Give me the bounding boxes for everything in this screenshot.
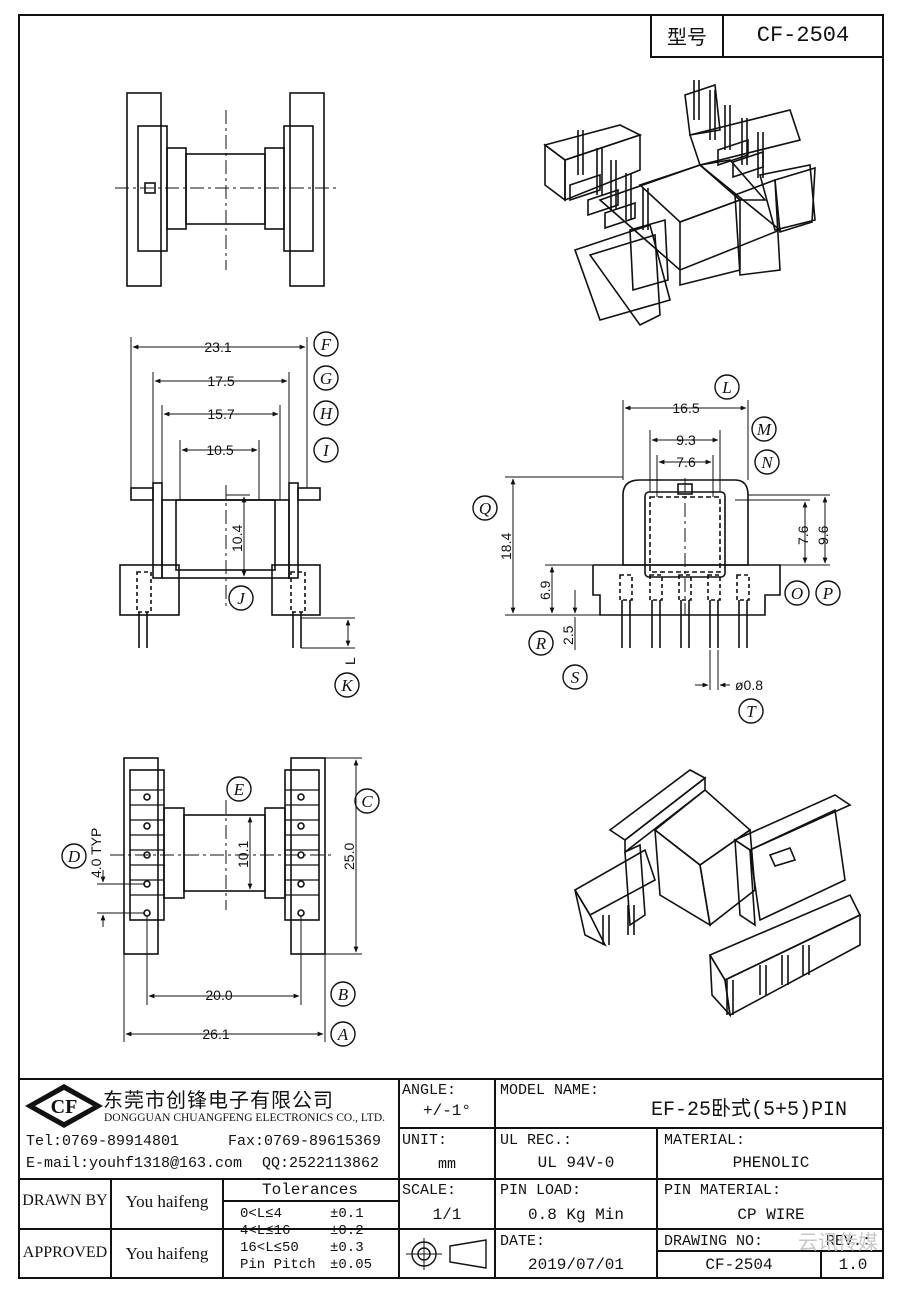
- dim-F: 23.1: [204, 339, 231, 355]
- unit-label: UNIT:: [402, 1132, 448, 1149]
- callout-G: G: [320, 369, 332, 388]
- tolerance-value: ±0.05: [330, 1257, 373, 1273]
- top-view: [115, 92, 336, 287]
- ul-label: UL REC.:: [500, 1132, 573, 1149]
- projection-symbol-icon: [402, 1234, 492, 1274]
- drawing-no-label: DRAWING NO:: [664, 1233, 764, 1250]
- tolerance-value: ±0.2: [330, 1223, 364, 1239]
- bottom-view: [97, 757, 362, 1042]
- title-block: CF 东莞市创锋电子有限公司 DONGGUAN CHUANGFENG ELECT…: [18, 1078, 884, 1279]
- dimension-labels: 23.1 17.5 15.7 10.5 10.4 L 16.5 9.3 7.6 …: [88, 339, 831, 1042]
- model-label: 型号: [652, 14, 724, 56]
- dim-B: 20.0: [205, 987, 232, 1003]
- callout-R: R: [535, 634, 547, 653]
- company-email: E-mail:youhf1318@163.com: [26, 1155, 243, 1172]
- tolerance-range: 4<L≤16: [240, 1223, 291, 1239]
- angle-label: ANGLE:: [402, 1082, 457, 1099]
- logo-text: CF: [51, 1096, 78, 1118]
- drawn-by-value: You haifeng: [125, 1192, 209, 1211]
- date-label: DATE:: [500, 1233, 546, 1250]
- tolerance-value: ±0.1: [330, 1206, 364, 1222]
- company-qq: QQ:2522113862: [262, 1155, 380, 1172]
- company-tel: Tel:0769-89914801: [26, 1133, 180, 1150]
- dim-A: 26.1: [202, 1026, 229, 1042]
- dim-S: 2.5: [560, 625, 576, 645]
- callout-H: H: [319, 404, 334, 423]
- model-value: CF-2504: [756, 22, 850, 48]
- dim-M: 9.3: [676, 432, 696, 448]
- dim-K: L: [342, 657, 358, 665]
- callout-M: M: [756, 420, 772, 439]
- pin-load-label: PIN LOAD:: [500, 1182, 582, 1199]
- dim-G: 17.5: [207, 373, 234, 389]
- callout-T: T: [746, 702, 757, 721]
- company-name-en: DONGGUAN CHUANGFENG ELECTRONICS CO., LTD…: [104, 1112, 386, 1124]
- callout-E: E: [233, 780, 245, 799]
- tolerance-range: 0<L≤4: [240, 1206, 283, 1222]
- dim-H: 15.7: [207, 406, 234, 422]
- rev-label: REV.:: [826, 1233, 872, 1250]
- callout-P: P: [822, 584, 833, 603]
- dim-P-height: 9.6: [815, 525, 831, 545]
- dim-T: ø0.8: [735, 677, 763, 693]
- drawn-by-label: DRAWN BY: [22, 1192, 108, 1209]
- ul-value: UL 94V-0: [537, 1154, 615, 1172]
- dim-J: 10.4: [229, 525, 245, 552]
- callout-L: L: [721, 378, 731, 397]
- callout-S: S: [571, 668, 580, 687]
- dim-D: 4.0 TYP: [88, 828, 104, 878]
- company-fax: Fax:0769-89615369: [228, 1133, 382, 1150]
- pin-load-value: 0.8 Kg Min: [527, 1206, 624, 1224]
- callout-A: A: [337, 1025, 349, 1044]
- drawing-no-value: CF-2504: [705, 1256, 773, 1274]
- material-value: PHENOLIC: [732, 1154, 810, 1172]
- front-view: [119, 337, 355, 649]
- callout-B: B: [338, 985, 349, 1004]
- callout-N: N: [760, 453, 774, 472]
- callout-C: C: [361, 792, 373, 811]
- callout-I: I: [322, 441, 330, 460]
- date-value: 2019/07/01: [527, 1256, 624, 1274]
- model-header: 型号 CF-2504: [650, 14, 884, 58]
- callout-J: J: [237, 589, 246, 608]
- tolerance-range: 16<L≤50: [240, 1240, 299, 1256]
- engineering-drawing: 23.1 17.5 15.7 10.5 10.4 L 16.5 9.3 7.6 …: [61, 80, 862, 1047]
- scale-value: 1/1: [432, 1206, 462, 1224]
- callout-D: D: [67, 847, 81, 866]
- tolerance-value: ±0.3: [330, 1240, 364, 1256]
- dim-C: 25.0: [341, 843, 357, 870]
- rev-value: 1.0: [838, 1256, 868, 1274]
- callout-O: O: [791, 584, 803, 603]
- dim-I: 10.5: [206, 442, 233, 458]
- drawing-frame: [18, 14, 884, 1279]
- callout-letters: F G H I J K L M N O P Q R S T E C D B A: [61, 331, 841, 1047]
- angle-value: +/-1°: [422, 1102, 471, 1120]
- callout-K: K: [340, 676, 354, 695]
- model-name-label: MODEL NAME:: [500, 1082, 600, 1099]
- company-logo: CF: [23, 1082, 105, 1130]
- dim-R: 6.9: [537, 580, 553, 600]
- company-name-cn: 东莞市创锋电子有限公司: [103, 1088, 334, 1112]
- pin-material-label: PIN MATERIAL:: [664, 1182, 782, 1199]
- side-view: [505, 400, 830, 690]
- iso-view-bottom: [573, 769, 862, 1018]
- dim-Q: 18.4: [498, 533, 514, 560]
- watermark: 云讯传媒: [798, 1230, 878, 1254]
- scale-label: SCALE:: [402, 1182, 457, 1199]
- dim-E: 10.1: [235, 841, 251, 868]
- callout-F: F: [320, 335, 332, 354]
- approved-value: You haifeng: [125, 1244, 209, 1263]
- pin-material-value: CP WIRE: [737, 1206, 805, 1224]
- tolerance-range: Pin Pitch: [240, 1257, 316, 1273]
- tolerances-title: Tolerances: [261, 1181, 358, 1199]
- material-label: MATERIAL:: [664, 1132, 746, 1149]
- dim-O-height: 7.6: [795, 525, 811, 545]
- approved-label: APPROVED: [22, 1244, 108, 1261]
- iso-view-top: [543, 80, 816, 327]
- unit-value: mm: [437, 1156, 456, 1173]
- dim-N: 7.6: [676, 454, 696, 470]
- model-name-value: EF-25卧式(5+5)PIN: [650, 1099, 848, 1122]
- callout-Q: Q: [479, 499, 491, 518]
- dim-L: 16.5: [672, 400, 699, 416]
